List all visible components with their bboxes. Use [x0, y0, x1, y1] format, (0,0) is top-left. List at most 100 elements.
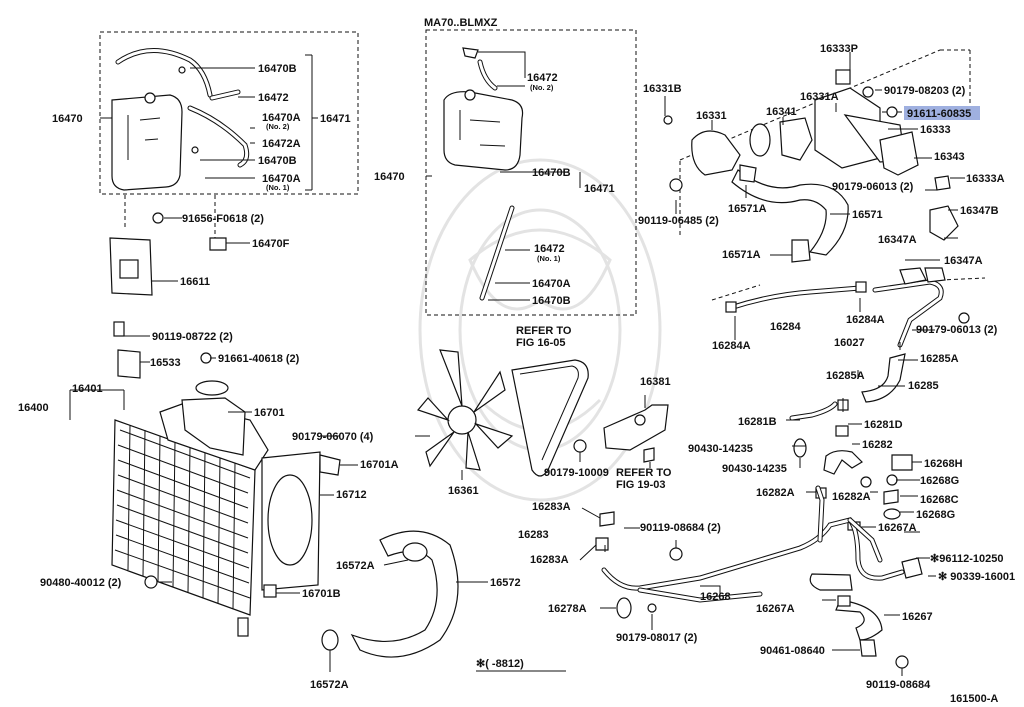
label-16268G-a: 16268G [920, 475, 959, 487]
label-16331B: 16331B [643, 83, 682, 95]
label-16701B: 16701B [302, 588, 341, 600]
label-16361: 16361 [448, 485, 479, 497]
label-16470B-a: 16470B [258, 63, 297, 75]
label-90179-06013-b: 90179-06013 (2) [916, 324, 998, 336]
label-16472-c: 16472 [534, 243, 565, 255]
label-90461-08640: 90461-08640 [760, 645, 825, 657]
fan-shroud-illustration [144, 451, 341, 598]
label-91656-F0618: 91656-F0618 (2) [182, 213, 264, 225]
label-16401: 16401 [72, 383, 103, 395]
label-16572: 16572 [490, 577, 521, 589]
label-16347A-b: 16347A [944, 255, 983, 267]
label-16611: 16611 [180, 276, 210, 288]
label-90179-10009: 90179-10009 [544, 467, 609, 479]
label-16331: 16331 [696, 110, 727, 122]
label-90179-08203: 90179-08203 (2) [884, 85, 966, 97]
label-16284A-b: 16284A [712, 340, 751, 352]
label-91661-40618: 91661-40618 (2) [218, 353, 300, 365]
footnote-production-range: ✻( -8812) [476, 658, 524, 670]
lower-radiator-hose-illustration [321, 530, 459, 658]
label-16571: 16571 [852, 209, 883, 221]
label-16470B-b: 16470B [258, 155, 297, 167]
label-16347B: 16347B [960, 205, 999, 217]
figure-number: 161500-A [950, 693, 998, 705]
label-16470-b: 16470 [374, 171, 405, 183]
label-16400: 16400 [18, 402, 49, 414]
label-16283: 16283 [518, 529, 549, 541]
water-bypass-pipe-16268-illustration [595, 485, 923, 669]
highlight-91611-60835 [904, 106, 980, 120]
label-16341: 16341 [766, 106, 797, 118]
label-no1-a: (No. 1) [266, 183, 290, 192]
label-16281B: 16281B [738, 416, 777, 428]
label-90430-14235-a: 90430-14235 [688, 443, 753, 455]
label-16282A-a: 16282A [756, 487, 795, 499]
label-16284A-a: 16284A [846, 314, 885, 326]
label-16333: 16333 [920, 124, 951, 136]
label-16572A-a: 16572A [336, 560, 375, 572]
label-16381: 16381 [640, 376, 671, 388]
label-16278A: 16278A [548, 603, 587, 615]
label-16283A-a: 16283A [532, 501, 571, 513]
label-16471-b: 16471 [584, 183, 615, 195]
label-16282A-b: 16282A [832, 491, 871, 503]
label-16572A-b: 16572A [310, 679, 349, 691]
label-16267A-a: 16267A [878, 522, 917, 534]
label-no2-a: (No. 2) [266, 122, 290, 131]
label-16285A-a: 16285A [920, 353, 959, 365]
label-16470-a: 16470 [52, 113, 83, 125]
label-90119-08684-b: 90119-08684 [866, 679, 931, 691]
label-90179-06070: 90179-06070 (4) [292, 431, 374, 443]
bracket-16611-illustration [109, 212, 250, 296]
ma70-reservoir-illustration [443, 91, 524, 171]
label-16268G-b: 16268G [916, 509, 955, 521]
label-ma70-variant: MA70..BLMXZ [424, 17, 498, 29]
label-16268: 16268 [700, 591, 731, 603]
label-16268C: 16268C [920, 494, 959, 506]
label-90119-08684-a: 90119-08684 (2) [640, 522, 721, 534]
label-90119-08722: 90119-08722 (2) [152, 331, 233, 343]
label-16470A-no2: 16470A [262, 112, 301, 124]
label-16027: 16027 [834, 337, 865, 349]
label-16282: 16282 [862, 439, 893, 451]
label-refer-to-a: REFER TO [516, 325, 572, 337]
label-16347A-a: 16347A [878, 234, 917, 246]
label-16533: 16533 [150, 357, 181, 369]
label-16285: 16285 [908, 380, 939, 392]
label-16283A-b: 16283A [530, 554, 569, 566]
label-16701: 16701 [254, 407, 285, 419]
label-16281D: 16281D [864, 419, 903, 431]
label-16470B-c: 16470B [532, 167, 571, 179]
label-16712: 16712 [336, 489, 367, 501]
label-16267: 16267 [902, 611, 933, 623]
label-90179-06013-a: 90179-06013 (2) [832, 181, 914, 193]
label-refer-to-b: REFER TO [616, 467, 672, 479]
label-fig-16-05: FIG 16-05 [516, 337, 566, 349]
ma70-variant-group [425, 29, 637, 316]
radiator-illustration [111, 321, 269, 637]
label-no2-b: (No. 2) [530, 83, 554, 92]
label-16333A: 16333A [966, 173, 1005, 185]
label-16331A: 16331A [800, 91, 839, 103]
label-16571A-b: 16571A [722, 249, 761, 261]
drive-belt-illustration [511, 359, 589, 477]
label-96112-10250: ✻96112-10250 [930, 553, 1003, 565]
fan-illustration [416, 349, 514, 471]
label-16470A-no1: 16470A [262, 173, 301, 185]
water-outlet-assembly-illustration [663, 49, 971, 263]
fluid-coupling-16381-illustration [573, 404, 669, 463]
label-90179-08017: 90179-08017 (2) [616, 632, 698, 644]
label-16470B-d: 16470B [532, 295, 571, 307]
label-16571A-a: 16571A [728, 203, 767, 215]
label-fig-19-03: FIG 19-03 [616, 479, 666, 491]
label-90119-06485: 90119-06485 (2) [638, 215, 719, 227]
label-16470A-b: 16470A [532, 278, 571, 290]
label-90430-14235-b: 90430-14235 [722, 463, 787, 475]
label-16471-a: 16471 [320, 113, 351, 125]
label-16472-b: 16472 [527, 72, 558, 84]
label-16268H: 16268H [924, 458, 963, 470]
label-91611-60835: 91611-60835 [907, 108, 971, 120]
label-16267A-b: 16267A [756, 603, 795, 615]
label-16472A: 16472A [262, 138, 301, 150]
